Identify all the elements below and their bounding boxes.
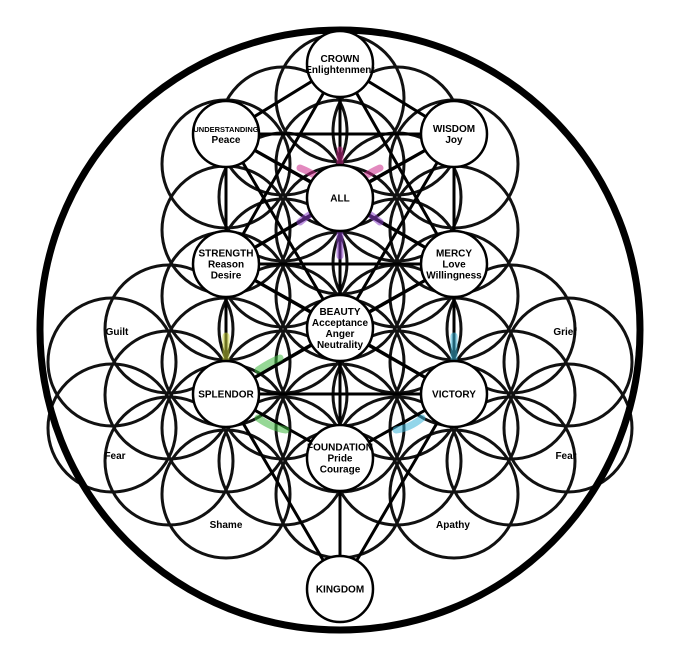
node-circle-strength xyxy=(191,229,261,299)
node-title-understanding: UNDERSTANDING xyxy=(193,125,258,134)
glow-accent-9 xyxy=(254,414,290,434)
node-circle-understanding xyxy=(191,99,261,169)
path-crown-mercy xyxy=(338,62,456,266)
node-circle-crown xyxy=(305,29,375,99)
node-subtitle-strength-2: Desire xyxy=(211,271,242,282)
node-circle-victory xyxy=(419,359,489,429)
node-subtitle-beauty-2: Anger xyxy=(326,329,355,340)
node-circle-kingdom xyxy=(305,554,375,624)
node-title-kingdom: KINGDOM xyxy=(316,585,364,596)
node-subtitle-mercy-2: Willingness xyxy=(426,271,482,282)
node-circle-all xyxy=(305,163,375,233)
region-label-fear-right: Fear xyxy=(555,451,576,462)
region-label-guilt: Guilt xyxy=(106,327,129,338)
region-label-shame: Shame xyxy=(210,520,243,531)
node-title-victory: VICTORY xyxy=(432,390,476,401)
node-subtitle-beauty-3: Neutrality xyxy=(317,340,364,351)
ring-38 xyxy=(46,296,178,428)
node-circle-wisdom xyxy=(419,99,489,169)
node-subtitle-understanding-1: Peace xyxy=(212,135,241,146)
path-splendor-kingdom xyxy=(224,392,342,591)
ring-40 xyxy=(46,362,178,494)
path-crown-strength xyxy=(224,62,342,266)
node-subtitle-beauty-1: Acceptance xyxy=(312,318,369,329)
node-subtitle-foundation-1: Pride xyxy=(327,454,352,465)
node-subtitle-foundation-2: Courage xyxy=(320,465,361,476)
node-title-crown: CROWN xyxy=(321,54,360,65)
glow-accent-11 xyxy=(392,414,426,434)
node-title-strength: STRENGTH xyxy=(199,249,254,260)
region-label-apathy: Apathy xyxy=(436,520,470,531)
node-kingdom: KINGDOM xyxy=(305,554,375,624)
node-subtitle-wisdom-1: Joy xyxy=(445,135,463,146)
node-circle-mercy xyxy=(419,229,489,299)
node-title-wisdom: WISDOM xyxy=(433,124,475,135)
node-title-foundation: FOUNDATION xyxy=(307,443,373,454)
node-all: ALL xyxy=(305,163,375,233)
ring-39 xyxy=(502,296,634,428)
node-title-splendor: SPLENDOR xyxy=(198,390,254,401)
node-title-mercy: MERCY xyxy=(436,249,472,260)
node-circle-splendor xyxy=(191,359,261,429)
node-subtitle-mercy-1: Love xyxy=(442,260,466,271)
glow-accent-8 xyxy=(254,354,284,374)
path-victory-kingdom xyxy=(338,392,456,591)
ring-41 xyxy=(502,362,634,494)
node-subtitle-strength-1: Reason xyxy=(208,260,244,271)
node-title-beauty: BEAUTY xyxy=(319,307,360,318)
region-label-grief: Grief xyxy=(553,327,577,338)
node-title-all: ALL xyxy=(330,194,349,205)
node-victory: VICTORY xyxy=(419,359,489,429)
node-splendor: SPLENDOR xyxy=(191,359,261,429)
node-subtitle-crown-1: Enlightenment xyxy=(305,65,375,76)
region-label-fear-left: Fear xyxy=(104,451,125,462)
node-circle-foundation xyxy=(305,423,375,493)
node-circle-beauty xyxy=(305,293,375,363)
